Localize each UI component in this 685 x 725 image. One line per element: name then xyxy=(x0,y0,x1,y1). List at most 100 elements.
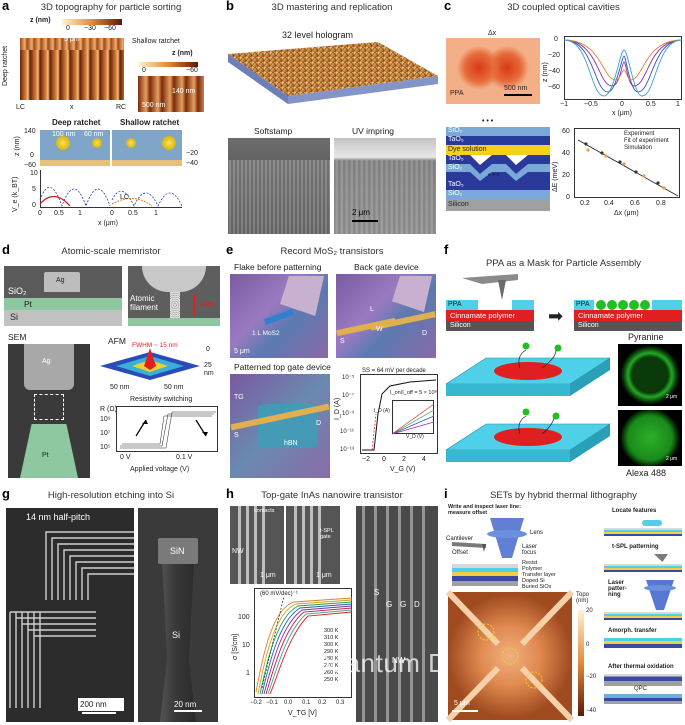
e-vg-tick-2: 2 xyxy=(402,456,406,463)
d-v-tick-0: 0 V xyxy=(120,454,131,461)
f-silicon2: Silicon xyxy=(578,322,599,329)
i-cantilever: Cantilever xyxy=(446,536,474,542)
d-sem-pt-label: Pt xyxy=(42,452,49,459)
panel-label-h: h xyxy=(226,488,234,501)
a-lc: LC xyxy=(16,104,25,111)
e-inset-curves xyxy=(391,403,435,435)
i-qpc: QPC xyxy=(634,686,648,692)
panel-c: c 3D coupled optical cavities Δx PPA 500… xyxy=(442,0,685,238)
c-layer-7 xyxy=(446,199,550,211)
a-z-tick-l0: 140 xyxy=(24,128,36,135)
a-lc-small: LC xyxy=(120,194,129,201)
a-x-tick-1: 0.5 xyxy=(54,210,64,217)
e-top-tg: TG xyxy=(234,394,244,401)
f-tip xyxy=(462,274,518,300)
a-inset-tick-1: −60 xyxy=(186,67,198,74)
c-top-curves xyxy=(563,39,683,97)
d-si-label: Si xyxy=(10,312,19,322)
panel-f: f PPA as a Mask for Particle Assembly PP… xyxy=(442,244,685,482)
a-x-tick-4: 0.5 xyxy=(128,210,138,217)
e-back-w: W xyxy=(376,326,383,333)
g-halfpitch: 14 nm half-pitch xyxy=(26,512,91,522)
f-bead-3 xyxy=(618,300,628,310)
e-ss: SS = 64 mV per decade xyxy=(362,368,426,374)
a-colorbar xyxy=(62,19,122,25)
i-topo-label: Topo (nm) xyxy=(576,592,590,604)
h-slope: (60 mV/dec)⁻¹ xyxy=(260,591,298,597)
i-locate: Locate features xyxy=(612,508,657,514)
f-cinnamate2: Cinnamate polymer xyxy=(578,311,644,320)
a-v-tick-2: 0 xyxy=(32,202,36,209)
f-slab-bottom xyxy=(444,408,612,462)
i-after-stack-2 xyxy=(604,694,682,704)
h-temp-7: 250 K xyxy=(324,677,339,683)
d-r-tick-2: 10⁵ xyxy=(100,444,111,451)
e-top-hbn-label: hBN xyxy=(284,440,298,447)
c-bot-x-tick-0: 0.2 xyxy=(580,200,590,207)
i-stack-label-0: Resist xyxy=(522,560,538,566)
i-tspl-stack xyxy=(604,564,682,572)
c-layer-label-6: SiO₂ xyxy=(448,190,463,197)
e-id-tick-1: 10⁻⁷ xyxy=(342,393,355,399)
a-potential-axis xyxy=(40,170,182,208)
panel-label-f: f xyxy=(444,244,449,257)
i-topo-colorbar xyxy=(578,610,584,716)
b-scale-bar xyxy=(352,220,378,222)
a-x-label: x (μm) xyxy=(98,220,118,227)
d-afm-tick-2: nm xyxy=(204,370,214,377)
e-top-s: S xyxy=(234,432,239,439)
f-bead-5 xyxy=(640,300,650,310)
d-res-title: Resistivity switching xyxy=(130,396,193,403)
a-x-tick-5: 1 xyxy=(154,210,158,217)
c-top-y-tick-1: −20 xyxy=(548,52,560,59)
f-bead-4 xyxy=(629,300,639,310)
c-layer-2 xyxy=(446,145,550,155)
c-top-x-tick-4: 1 xyxy=(676,101,680,108)
h-vtg-tick-0: −0.2 xyxy=(250,700,262,706)
e-inset-id: I_D (A) xyxy=(374,408,390,414)
i-stack-2 xyxy=(452,572,518,576)
h-temp-0: 300 K xyxy=(324,628,339,634)
g-sin-cap xyxy=(158,538,198,564)
panel-label-a: a xyxy=(2,0,10,13)
h-vtg-tick-5: 0.3 xyxy=(336,700,345,706)
panel-title-a: 3D topography for particle sorting xyxy=(40,2,182,13)
c-layer-label-1: TaO₅ xyxy=(448,136,464,143)
c-top-x-label: x (μm) xyxy=(612,110,632,117)
d-fwhm: FWHM ~ 15 nm xyxy=(132,342,178,349)
h-temp-5: 270 K xyxy=(324,663,339,669)
g-scale2-bar xyxy=(174,710,202,712)
g-scale1-bar xyxy=(82,712,116,714)
e-vg-tick-1: 0 xyxy=(382,456,386,463)
d-ag-block xyxy=(44,272,80,292)
h-g1: G xyxy=(386,600,393,609)
h-vtg-tick-2: 0.0 xyxy=(284,700,293,706)
c-top-x-tick-0: −1 xyxy=(560,101,568,108)
d-afm-x1: 50 nm xyxy=(110,384,130,391)
b-uv-lines xyxy=(334,160,436,234)
d-one-nm-bar xyxy=(194,294,195,316)
h-sem-1-lines xyxy=(238,506,268,584)
panel-label-c: c xyxy=(444,0,452,13)
g-si: Si xyxy=(172,630,181,640)
e-back-title: Back gate device xyxy=(354,262,419,272)
a-scale-5um: 5 μm xyxy=(64,36,80,43)
c-layer-5 xyxy=(446,181,550,190)
c-scale-label: 500 nm xyxy=(504,85,528,92)
d-r-tick-0: 10⁹ xyxy=(100,416,111,423)
h-vtg-tick-3: 0.1 xyxy=(302,700,311,706)
i-scale: 5 μm xyxy=(454,700,470,707)
c-layer-label-5: TaO₅ xyxy=(448,181,464,188)
e-id-tick-0: 10⁻⁵ xyxy=(342,375,355,381)
a-potential-curves xyxy=(39,187,183,208)
e-id-tick-2: 10⁻⁹ xyxy=(342,411,355,417)
panel-a: a 3D topography for particle sorting z (… xyxy=(0,0,222,238)
g-sin: SiN xyxy=(170,546,185,556)
a-rc: RC xyxy=(116,104,127,111)
e-back-l: L xyxy=(370,306,374,313)
c-dots-top: • • • xyxy=(482,118,494,125)
h-sigma-tick-1: 10 xyxy=(242,642,250,649)
h-scale1: 1 μm xyxy=(260,572,276,579)
d-sem-center xyxy=(34,394,64,420)
g-scale1: 200 nm xyxy=(80,700,107,709)
